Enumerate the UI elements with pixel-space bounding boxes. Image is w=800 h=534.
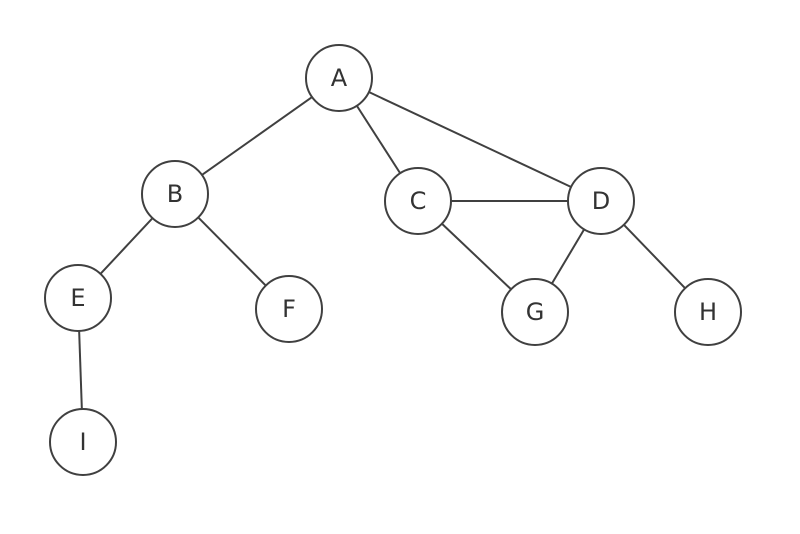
- node-circle-i: [49, 408, 117, 476]
- node-circle-h: [674, 278, 742, 346]
- edge-a-b: [201, 96, 313, 176]
- edge-b-e: [99, 217, 154, 275]
- node-d: D: [567, 167, 635, 235]
- node-label-e: E: [70, 284, 85, 312]
- node-f: F: [255, 275, 323, 343]
- edge-a-c: [355, 105, 402, 174]
- node-label-i: I: [79, 428, 86, 456]
- node-circle-b: [141, 160, 209, 228]
- node-label-c: C: [410, 187, 427, 215]
- edge-a-d: [368, 91, 572, 188]
- node-label-h: H: [699, 298, 717, 326]
- node-circle-c: [384, 167, 452, 235]
- node-label-b: B: [167, 180, 183, 208]
- node-circle-e: [44, 264, 112, 332]
- node-circle-g: [501, 278, 569, 346]
- node-g: G: [501, 278, 569, 346]
- edge-d-h: [623, 224, 686, 289]
- node-label-g: G: [526, 298, 545, 326]
- edges-layer: [78, 91, 686, 410]
- node-label-f: F: [282, 295, 296, 323]
- node-circle-d: [567, 167, 635, 235]
- node-h: H: [674, 278, 742, 346]
- edge-e-i: [78, 330, 83, 410]
- node-a: A: [305, 44, 373, 112]
- node-label-a: A: [331, 64, 348, 92]
- edge-c-g: [441, 222, 512, 291]
- node-label-d: D: [592, 187, 610, 215]
- node-i: I: [49, 408, 117, 476]
- node-c: C: [384, 167, 452, 235]
- node-circle-a: [305, 44, 373, 112]
- edge-b-f: [197, 216, 267, 287]
- node-b: B: [141, 160, 209, 228]
- edge-d-g: [551, 228, 585, 285]
- node-circle-f: [255, 275, 323, 343]
- nodes-layer: A B C D E F G H I: [44, 44, 742, 476]
- node-e: E: [44, 264, 112, 332]
